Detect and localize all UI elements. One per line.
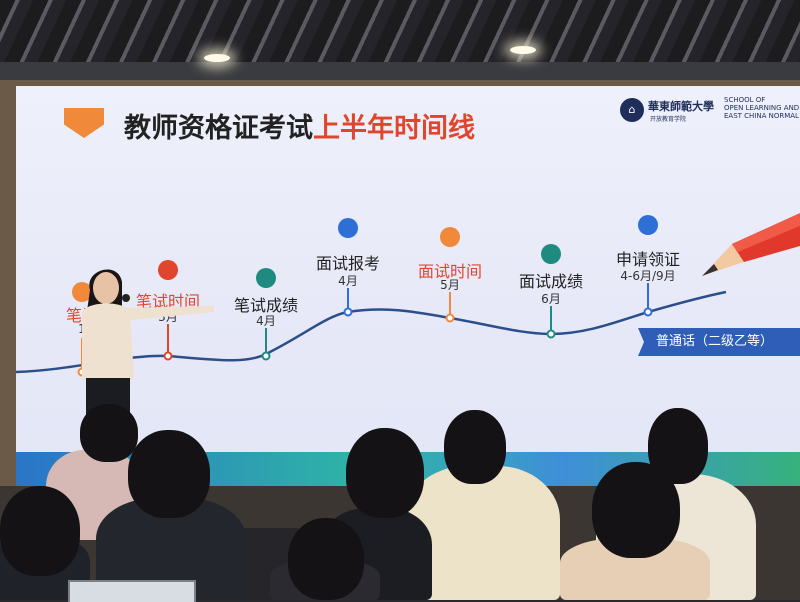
ceiling-light: [510, 46, 536, 54]
milestone-label: 笔试成绩: [233, 296, 299, 315]
audience-head: [444, 410, 506, 484]
audience-head: [0, 486, 80, 576]
audience-head: [80, 404, 138, 462]
logo-en-name: SCHOOL OF OPEN LEARNING AND ED EAST CHIN…: [724, 96, 800, 120]
audience-head: [346, 428, 424, 518]
timeline-node: [343, 307, 353, 317]
timeline-node: [261, 351, 271, 361]
timeline-node: [546, 329, 556, 339]
ceiling-light: [204, 54, 230, 62]
timeline-dot: [256, 268, 276, 288]
milestone-date: 5月: [440, 278, 460, 292]
university-logo: ⌂ 華東師範大學 开放教育学院 SCHOOL OF OPEN LEARNING …: [620, 92, 800, 132]
timeline-dot: [638, 215, 658, 235]
projection-screen: 教师资格证考试上半年时间线 ⌂ 華東師範大學 开放教育学院 SCHOOL OF …: [16, 86, 800, 486]
title-highlight: 上半年时间线: [313, 113, 475, 144]
timeline-dot: [338, 218, 358, 238]
title-main: 教师资格证考试: [124, 113, 313, 144]
timeline-dot: [158, 260, 178, 280]
milestone-date: 4月: [338, 274, 358, 288]
timeline-dot: [440, 227, 460, 247]
milestone-date: 4月: [256, 314, 276, 328]
university-seal-icon: ⌂: [620, 98, 644, 122]
timeline-dot: [541, 244, 561, 264]
presenter: [82, 269, 214, 422]
ceiling-beam: [0, 62, 800, 84]
timeline-node: [163, 351, 173, 361]
milestone-label: 笔试时间: [135, 292, 201, 311]
milestone-date: 4-6月/9月: [620, 269, 676, 283]
pencil-icon: [702, 213, 800, 276]
logo-cn-sub: 开放教育学院: [650, 116, 687, 123]
timeline-dot: [72, 282, 92, 302]
mandarin-level-tag: 普通话（二级乙等）: [638, 328, 800, 356]
milestone-label: 面试成绩: [518, 272, 584, 291]
milestone-date: 6月: [541, 292, 561, 306]
slide-title: 教师资格证考试上半年时间线: [124, 106, 475, 145]
audience-head: [592, 462, 680, 558]
laptop: [68, 580, 196, 602]
milestone-label: 申请领证: [615, 250, 681, 269]
timeline-node: [445, 313, 455, 323]
audience-head: [128, 430, 210, 518]
milestone-label: 面试时间: [417, 262, 483, 281]
logo-cn-name: 華東師範大學: [648, 100, 714, 113]
milestone-label: 面试报考: [315, 254, 381, 273]
timeline-node: [643, 307, 653, 317]
timeline-graphic: [16, 215, 727, 377]
audience-head: [288, 518, 364, 600]
